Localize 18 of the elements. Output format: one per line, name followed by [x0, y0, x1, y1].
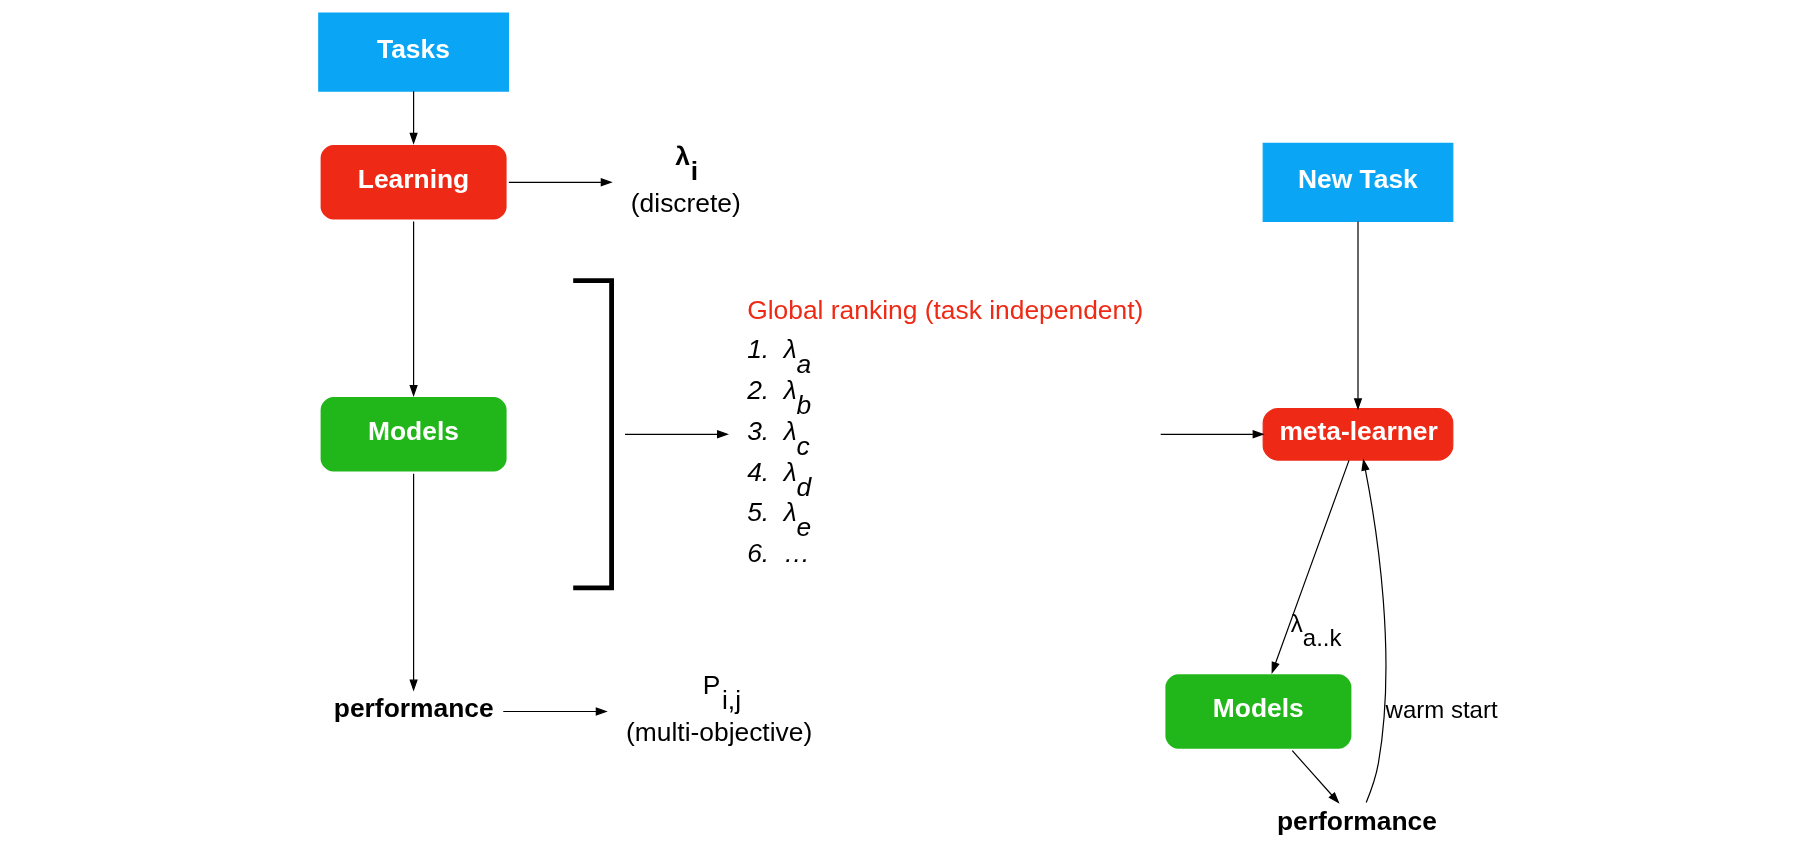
arrow [502, 707, 608, 716]
node-box: Tasks [318, 12, 509, 92]
edge-label: warm start [1385, 695, 1498, 723]
arrow [1160, 430, 1265, 439]
arrow [624, 430, 729, 439]
node-brace [573, 278, 614, 591]
arrow [409, 220, 418, 398]
arrow [409, 473, 418, 692]
node-box: New Task [1262, 142, 1454, 222]
arrow [1291, 750, 1340, 804]
arrow [1361, 458, 1387, 804]
arrow [409, 90, 418, 145]
arrow [1353, 220, 1363, 411]
arrow [508, 178, 613, 187]
arrow [1271, 459, 1350, 674]
node-text: performance [1277, 805, 1437, 836]
node-box: meta-learner [1262, 407, 1454, 461]
node-text: performance [333, 693, 494, 724]
